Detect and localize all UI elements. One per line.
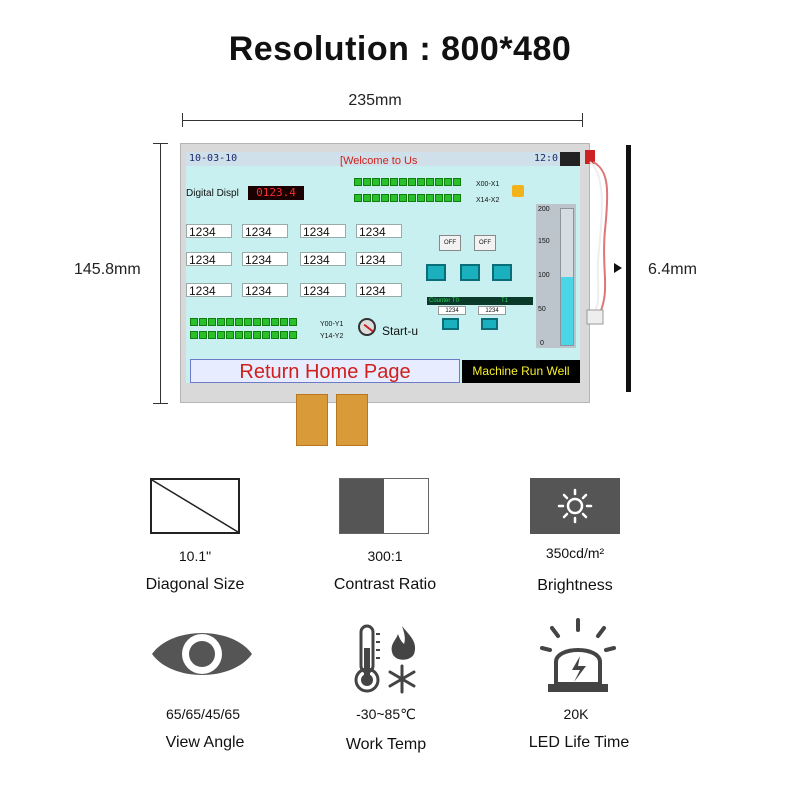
width-dimension-label: 235mm xyxy=(348,92,402,109)
width-tick-right xyxy=(582,113,583,127)
eye-icon xyxy=(152,633,252,675)
gauge-tick: 100 xyxy=(538,272,550,279)
x-label: X00-X1 xyxy=(476,181,500,188)
data-cell[interactable]: 1234 xyxy=(356,224,402,239)
work-temp-value: -30~85℃ xyxy=(356,706,416,722)
thickness-arrow-icon xyxy=(614,263,622,273)
data-cell[interactable]: 1234 xyxy=(186,252,232,267)
fpc-connector xyxy=(296,394,328,446)
height-tick-bottom xyxy=(153,403,168,404)
start-knob-icon[interactable] xyxy=(358,318,376,336)
data-cell[interactable]: 1234 xyxy=(356,283,402,298)
diagonal-icon xyxy=(150,478,240,534)
header-indicator xyxy=(560,152,580,166)
output-led-bar xyxy=(190,318,297,326)
gauge-tick: 50 xyxy=(538,306,546,313)
digital-display-value: 0123.4 xyxy=(248,186,304,200)
data-cell[interactable]: 1234 xyxy=(300,224,346,239)
control-button[interactable] xyxy=(492,264,512,281)
height-dimension-line xyxy=(160,143,161,404)
led-life-value: 20K xyxy=(563,706,589,722)
counter-value: 1234 xyxy=(438,306,466,315)
off-button[interactable]: OFF xyxy=(439,235,461,251)
y-label: Y14-Y2 xyxy=(320,333,344,340)
data-cell[interactable]: 1234 xyxy=(356,252,402,267)
counter-t0-label: Counter T0 xyxy=(429,298,459,304)
counter-header: Counter T0 T1 xyxy=(427,297,533,305)
gauge-fill xyxy=(561,277,573,345)
panel-side-profile xyxy=(626,145,631,392)
x-label: X14-X2 xyxy=(476,197,500,204)
control-button[interactable] xyxy=(460,264,480,281)
data-cell[interactable]: 1234 xyxy=(300,252,346,267)
siren-icon xyxy=(540,618,616,692)
contrast-icon xyxy=(339,478,429,534)
input-led-bar xyxy=(354,178,461,186)
view-angle-label: View Angle xyxy=(165,734,245,751)
work-temp-label: Work Temp xyxy=(345,736,427,753)
data-cell[interactable]: 1234 xyxy=(186,224,232,239)
off-button[interactable]: OFF xyxy=(474,235,496,251)
control-button[interactable] xyxy=(426,264,446,281)
digital-display-label: Digital Displ xyxy=(186,188,239,199)
brightness-value: 350cd/m² xyxy=(545,545,605,561)
brightness-label: Brightness xyxy=(537,577,613,594)
width-tick-left xyxy=(182,113,183,127)
led-life-label: LED Life Time xyxy=(528,734,630,751)
thickness-dimension-label: 6.4mm xyxy=(648,261,697,278)
screen-header xyxy=(186,152,580,166)
backlight-cable-icon xyxy=(585,150,609,325)
page-title: Resolution : 800*480 xyxy=(228,30,572,68)
data-cell[interactable]: 1234 xyxy=(242,283,288,298)
date-display: 10-03-10 xyxy=(189,153,238,164)
counter-button[interactable] xyxy=(442,318,459,330)
machine-status-display: Machine Run Well xyxy=(462,360,580,383)
gauge-tick: 150 xyxy=(538,238,550,245)
gauge-tick: 200 xyxy=(538,206,550,213)
time-display: 12:0 xyxy=(534,153,559,164)
width-dimension-line xyxy=(182,120,582,121)
input-led-bar xyxy=(354,194,461,202)
height-dimension-label: 145.8mm xyxy=(74,261,141,278)
return-home-button[interactable]: Return Home Page xyxy=(190,359,460,383)
sun-icon xyxy=(530,478,620,534)
view-angle-value: 65/65/45/65 xyxy=(166,706,240,722)
data-cell[interactable]: 1234 xyxy=(186,283,232,298)
warning-icon xyxy=(512,185,524,197)
counter-button[interactable] xyxy=(481,318,498,330)
welcome-text: [Welcome to Us xyxy=(340,155,418,167)
hmi-screen: 10-03-10 [Welcome to Us 12:0 Digital Dis… xyxy=(186,152,580,383)
height-tick-top xyxy=(153,143,168,144)
data-cell[interactable]: 1234 xyxy=(242,252,288,267)
start-label: Start-u xyxy=(382,324,419,338)
gauge-tick: 0 xyxy=(540,340,544,347)
welcome-label: Welcome to Us xyxy=(343,155,418,167)
fpc-connector xyxy=(336,394,368,446)
y-label: Y00-Y1 xyxy=(320,321,344,328)
counter-t1-label: T1 xyxy=(501,298,509,304)
thermometer-icon xyxy=(354,624,416,694)
output-led-bar xyxy=(190,331,297,339)
diagonal-value: 10.1" xyxy=(178,548,212,564)
data-cell[interactable]: 1234 xyxy=(300,283,346,298)
diagonal-label: Diagonal Size xyxy=(145,576,245,593)
contrast-label: Contrast Ratio xyxy=(333,576,437,593)
counter-value: 1234 xyxy=(478,306,506,315)
data-cell[interactable]: 1234 xyxy=(242,224,288,239)
contrast-value: 300:1 xyxy=(367,548,403,564)
